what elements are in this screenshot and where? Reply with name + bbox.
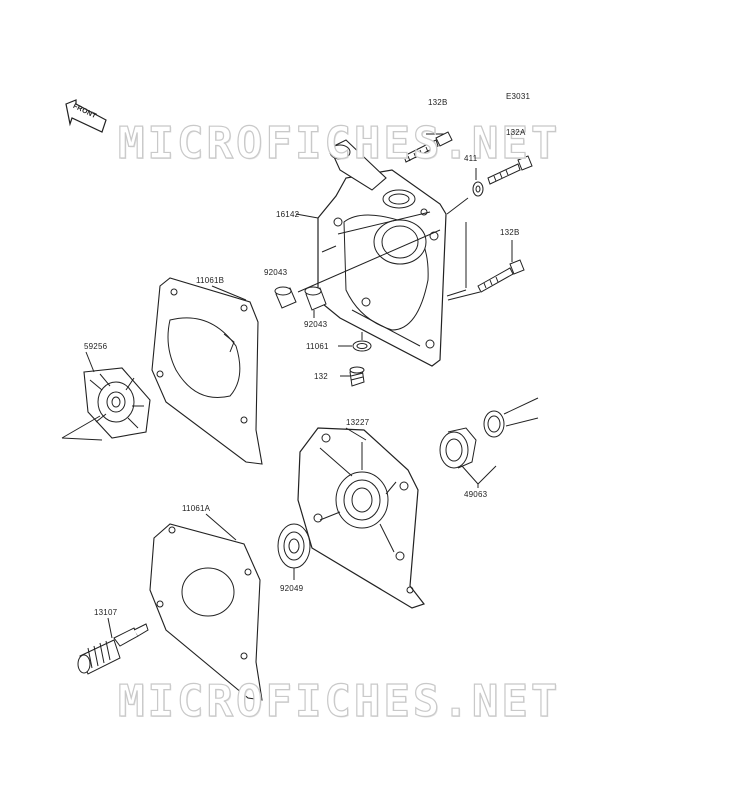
watermark-top: MICROFICHES.NET xyxy=(117,117,561,169)
bearing-92049-drawing xyxy=(277,523,311,569)
gasket-11061b-drawing xyxy=(151,277,263,465)
front-arrow-icon xyxy=(65,99,107,133)
bolt-132b-top-drawing xyxy=(403,131,453,163)
ref-code: E3031 xyxy=(506,92,531,101)
part-label-11061: 11061 xyxy=(306,342,329,351)
dowel-92043-a-drawing xyxy=(274,286,297,309)
bolt-132b-mid-drawing xyxy=(477,240,525,293)
part-label-411: 411 xyxy=(464,154,478,163)
sensor-13107-drawing xyxy=(77,623,149,675)
housing-16142-drawing xyxy=(317,139,447,367)
watermark-bottom: MICROFICHES.NET xyxy=(117,675,561,727)
part-label-132a: 132A xyxy=(506,128,526,137)
part-label-132b-mid: 132B xyxy=(500,228,520,237)
seal-49063-drawing xyxy=(439,410,505,469)
cover-13227-drawing xyxy=(297,427,425,609)
bolt-132a-drawing xyxy=(487,155,533,185)
part-label-16142: 16142 xyxy=(276,210,300,219)
gasket-11061a-drawing xyxy=(149,523,263,701)
part-label-59256: 59256 xyxy=(84,342,108,351)
part-label-92049: 92049 xyxy=(280,584,304,593)
part-label-132b-top: 132B xyxy=(428,98,448,107)
part-label-13107: 13107 xyxy=(94,608,118,617)
impeller-59256-drawing xyxy=(83,367,151,439)
oring-11061-drawing xyxy=(352,340,372,352)
washer-411-drawing xyxy=(472,181,484,197)
part-label-92043-a: 92043 xyxy=(264,268,288,277)
dowel-92043-b-drawing xyxy=(304,286,327,311)
part-label-92043-b: 92043 xyxy=(304,320,328,329)
bolt-132-drawing xyxy=(349,366,365,387)
part-label-132: 132 xyxy=(314,372,328,381)
part-label-11061a: 11061A xyxy=(182,504,211,513)
part-label-13227: 13227 xyxy=(346,418,370,427)
part-label-49063: 49063 xyxy=(464,490,488,499)
part-label-11061b: 11061B xyxy=(196,276,225,285)
